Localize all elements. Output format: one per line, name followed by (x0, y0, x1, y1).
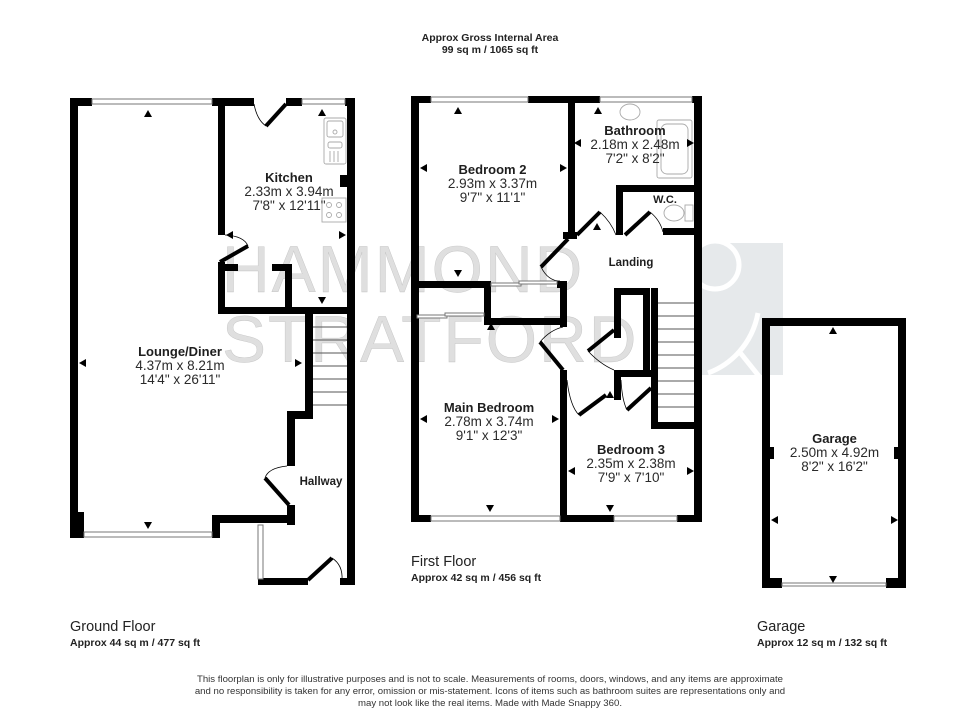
fixtures (321, 103, 694, 223)
room-name: Kitchen (265, 170, 313, 185)
room-name: W.C. (653, 194, 677, 206)
room-imperial: 9'1" x 12'3" (455, 428, 523, 443)
room-name: Bedroom 3 (597, 442, 665, 457)
room-name: Bedroom 2 (458, 162, 527, 177)
room-name: Garage (812, 431, 857, 446)
ground-floor-label: Ground Floor Approx 44 sq m / 477 sq ft (70, 618, 200, 650)
room-imperial: 7'8" x 12'11" (252, 198, 326, 213)
room-imperial: 8'2" x 16'2" (801, 459, 868, 474)
disclaimer: This floorplan is only for illustrative … (150, 674, 830, 710)
room-metric: 2.35m x 2.38m (586, 456, 676, 471)
room-metric: 2.50m x 4.92m (789, 445, 880, 460)
room-metric: 2.33m x 3.94m (244, 184, 334, 199)
room-imperial: 14'4" x 26'11" (139, 372, 221, 387)
first-floor-label: First Floor Approx 42 sq m / 456 sq ft (411, 553, 541, 585)
room-bedroom-2: Bedroom 2 2.93m x 3.37m 9'7" x 11'1" (430, 163, 555, 205)
doors (219, 102, 664, 582)
floor-title: First Floor (411, 554, 477, 570)
floor-area: Approx 12 sq m / 132 sq ft (757, 637, 888, 649)
room-metric: 4.37m x 8.21m (135, 358, 225, 373)
room-name: Hallway (299, 476, 343, 488)
disclaimer-line-1: This floorplan is only for illustrative … (196, 674, 784, 685)
gross-area-value: 99 sq m / 1065 sq ft (441, 44, 539, 56)
room-hallway: Hallway (293, 475, 349, 489)
floor-title: Ground Floor (70, 619, 156, 635)
stairs (313, 302, 694, 408)
room-metric: 2.93m x 3.37m (447, 176, 538, 191)
disclaimer-line-3: may not look like the real items. Made w… (358, 698, 622, 709)
first-floor-walls (411, 96, 702, 522)
room-main-bedroom: Main Bedroom 2.78m x 3.74m 9'1" x 12'3" (424, 401, 554, 443)
windows (83, 96, 887, 587)
gross-area-title: Approx Gross Internal Area (421, 32, 559, 44)
room-wc: W.C. (645, 193, 685, 207)
ground-floor-walls (70, 98, 355, 585)
floor-area: Approx 42 sq m / 456 sq ft (411, 572, 542, 584)
room-garage: Garage 2.50m x 4.92m 8'2" x 16'2" (772, 432, 897, 474)
room-name: Lounge/Diner (138, 344, 222, 359)
room-bedroom-3: Bedroom 3 2.35m x 2.38m 7'9" x 7'10" (568, 443, 694, 485)
floor-area: Approx 44 sq m / 477 sq ft (70, 637, 201, 649)
room-lounge-diner: Lounge/Diner 4.37m x 8.21m 14'4" x 26'11… (110, 345, 250, 387)
watermark-logo-icon (688, 238, 764, 382)
disclaimer-line-2: and no responsibility is taken for any e… (194, 686, 786, 697)
room-landing: Landing (600, 256, 662, 270)
room-bathroom: Bathroom 2.18m x 2.48m 7'2" x 8'2" (576, 124, 694, 166)
garage-walls (762, 318, 906, 588)
room-metric: 2.78m x 3.74m (444, 414, 534, 429)
room-name: Main Bedroom (443, 400, 535, 415)
room-metric: 2.18m x 2.48m (590, 137, 680, 152)
floor-title: Garage (757, 619, 806, 635)
dimension-arrows (79, 107, 898, 583)
room-name: Landing (608, 257, 654, 269)
room-imperial: 7'9" x 7'10" (597, 470, 665, 485)
room-imperial: 9'7" x 11'1" (459, 190, 526, 205)
room-imperial: 7'2" x 8'2" (605, 151, 665, 166)
room-kitchen: Kitchen 2.33m x 3.94m 7'8" x 12'11" (229, 171, 349, 213)
garage-floor-label: Garage Approx 12 sq m / 132 sq ft (757, 618, 887, 650)
room-name: Bathroom (604, 123, 666, 138)
